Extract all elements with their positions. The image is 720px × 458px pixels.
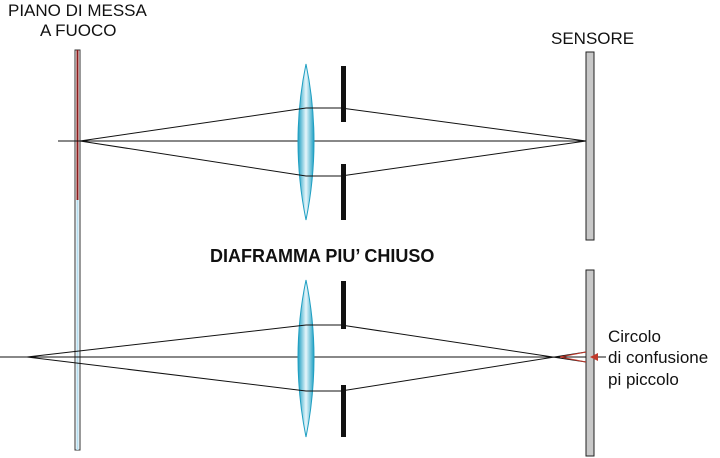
label-sensor: SENSORE [551,29,634,48]
lens-bottom [297,279,315,438]
lens-top [297,63,315,221]
label-circle-3: pi piccolo [608,370,679,389]
ray-top-lower [79,140,587,177]
callout-arrow-head [590,353,598,361]
aperture-bottom-upper [341,281,346,329]
label-aperture-title: DIAFRAMMA PIU’ CHIUSO [210,246,434,266]
ray-bottom-upper [26,324,587,363]
label-circle-1: Circolo [608,327,661,346]
aperture-top-lower [341,164,346,220]
focus-plane [74,49,81,451]
confusion-circle-marker [559,351,587,358]
ray-top-upper [79,107,587,142]
top-diagram [58,63,587,221]
sensor-top [585,51,595,241]
label-circle-2: di confusione [608,348,708,367]
aperture-bottom-lower [341,385,346,437]
label-focus-plane-1: PIANO DI MESSA [8,1,148,20]
label-focus-plane-2: A FUOCO [40,21,117,40]
ray-bottom-lower [26,351,587,392]
bottom-diagram [0,279,606,438]
aperture-top-upper [341,66,346,122]
sensor-bottom [585,269,595,457]
